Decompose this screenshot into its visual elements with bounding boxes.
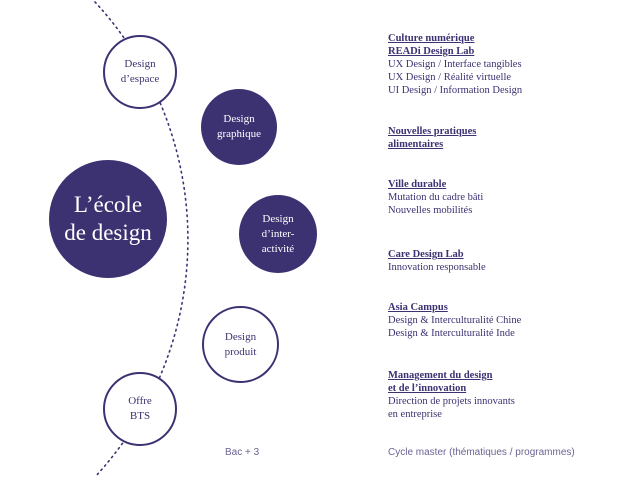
program-care-design-lab: Care Design Lab Innovation responsable [388,248,628,274]
node-design-produit: Design produit [202,306,279,383]
program-lines: Design & Interculturalité Chine Design &… [388,315,522,339]
program-nouvelles-pratiques: Nouvelles pratiques alimentaires [388,125,628,151]
footer-bac3-label: Bac + 3 [225,447,260,458]
program-culture-numerique: Culture numérique READi Design Lab UX De… [388,32,628,97]
node-label: Offre BTS [128,395,152,422]
node-label: Design produit [224,330,257,358]
footer-cycle-master-label: Cycle master (thématiques / programmes) [388,447,575,458]
program-management-design: Management du design et de l’innovation … [388,369,628,421]
program-title: Care Design Lab [388,249,464,260]
program-title: Culture numérique READi Design Lab [388,33,475,57]
program-lines: Innovation responsable [388,262,486,273]
node-offre-bts: Offre BTS [103,372,177,446]
program-title: Nouvelles pratiques alimentaires [388,126,477,150]
node-design-espace: Design d’espace [103,35,177,109]
program-lines: UX Design / Interface tangibles UX Desig… [388,59,523,96]
node-label: Design d’inter- activité [261,212,295,255]
center-label: L’école de design [64,192,152,245]
program-title: Ville durable [388,179,447,190]
center-node-ecole-de-design: L’école de design [49,160,167,278]
program-ville-durable: Ville durable Mutation du cadre bâti Nou… [388,178,628,217]
program-title: Management du design et de l’innovation [388,370,493,394]
program-lines: Direction de projets innovants en entrep… [388,396,515,420]
node-label: Design graphique [217,113,261,140]
node-label: Design d’espace [120,58,160,85]
node-design-interactivite: Design d’inter- activité [239,195,317,273]
program-lines: Mutation du cadre bâti Nouvelles mobilit… [388,192,484,216]
program-title: Asia Campus [388,302,448,313]
node-design-graphique: Design graphique [201,89,277,165]
program-asia-campus: Asia Campus Design & Interculturalité Ch… [388,301,628,340]
